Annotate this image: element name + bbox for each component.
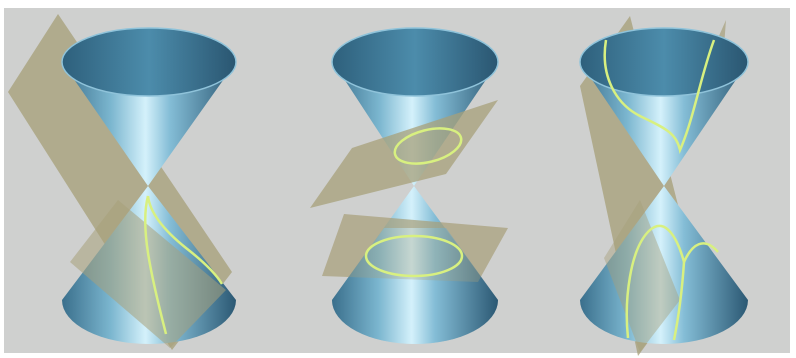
upper-cone-opening: [332, 28, 498, 96]
upper-cone-opening: [62, 28, 236, 96]
